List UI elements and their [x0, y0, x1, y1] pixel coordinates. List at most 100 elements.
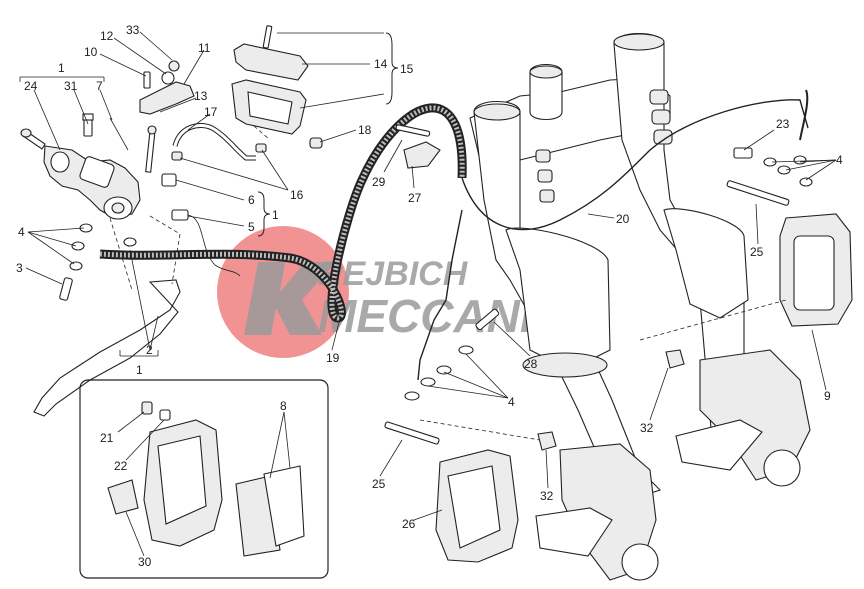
- leader-8a: [269, 411, 285, 479]
- label-20: 20: [616, 212, 630, 226]
- banjo-23: [733, 147, 753, 159]
- washer-4g: [793, 155, 807, 165]
- label-4b: 4: [508, 395, 515, 409]
- bracket-11: [139, 81, 195, 115]
- label-22: 22: [114, 459, 128, 473]
- hose-17-inner: [173, 123, 256, 160]
- label-27: 27: [408, 191, 422, 205]
- bleed-cap-22: [159, 409, 171, 421]
- leader-10: [99, 53, 147, 77]
- brake-line-20: [461, 99, 809, 231]
- washer-4h: [799, 177, 813, 187]
- label-33: 33: [126, 23, 140, 37]
- label-23: 23: [776, 117, 790, 131]
- leader-25a: [755, 203, 759, 245]
- banjo-bolt-6: [161, 173, 177, 187]
- caliper-26-inner: [447, 465, 501, 549]
- bolt-24-head: [20, 128, 32, 138]
- watermark-line1: REJBICH: [318, 255, 469, 293]
- leader-2b: [149, 315, 159, 351]
- leader-18: [319, 129, 357, 143]
- leader-25b: [379, 439, 403, 477]
- banjo-28: [475, 308, 500, 331]
- dash-left-caliper: [419, 419, 541, 441]
- leader-7: [99, 89, 113, 121]
- washer-4l: [458, 345, 474, 355]
- label-24: 24: [24, 79, 38, 93]
- fitting-31b: [82, 113, 94, 121]
- leader-4g: [799, 159, 837, 163]
- clip-16a: [171, 151, 183, 161]
- leader-13: [159, 97, 197, 113]
- screw-29: [395, 124, 431, 137]
- leader-16a: [179, 157, 289, 191]
- leader-32b: [545, 449, 549, 489]
- label-4c: 4: [836, 153, 843, 167]
- leader-30: [125, 511, 145, 557]
- leader-19: [331, 317, 341, 351]
- label-1c: 1: [136, 363, 143, 377]
- leader-5: [187, 215, 245, 227]
- bolt-10: [143, 71, 151, 89]
- leader-lines: [19, 31, 837, 557]
- brace-1b: [257, 191, 271, 237]
- caliper-detail-inner: [157, 435, 207, 525]
- leader-28: [493, 321, 531, 357]
- leader-4a: [27, 227, 85, 233]
- label-7: 7: [96, 79, 103, 93]
- brake-line-lower: [417, 209, 463, 381]
- master-cylinder-clamp: [79, 156, 115, 188]
- nut-12: [161, 71, 175, 85]
- leader-4c: [27, 231, 75, 265]
- leader-9: [811, 329, 827, 391]
- fork-adjuster-1: [649, 89, 669, 105]
- inset-frame: [79, 379, 329, 579]
- hose-23: [799, 89, 809, 141]
- caliper-right-group: [639, 89, 853, 369]
- leader-24: [33, 89, 61, 151]
- brace-15: [385, 32, 399, 105]
- master-cylinder-port: [50, 151, 70, 173]
- fork-adjuster-3: [653, 129, 673, 145]
- leader-26: [413, 509, 443, 521]
- label-1b: 1: [272, 208, 279, 222]
- label-12: 12: [100, 29, 114, 43]
- bolt-25-lower: [384, 421, 440, 445]
- leader-33: [139, 31, 173, 61]
- leader-20: [587, 213, 615, 219]
- label-25b: 25: [372, 477, 386, 491]
- part-labels: 1 24 31 7 33 12 10 11 13 17 14 15 18 16 …: [16, 23, 843, 569]
- bolt-3: [59, 277, 73, 301]
- fork-adjuster-2: [651, 109, 671, 125]
- axle-left: [621, 543, 659, 581]
- label-26: 26: [402, 517, 416, 531]
- label-5: 5: [248, 220, 255, 234]
- reservoir-cap: [233, 43, 309, 81]
- label-9: 9: [824, 389, 831, 403]
- clamp-27: [403, 141, 441, 169]
- fork-left-adj-1: [535, 149, 551, 163]
- braided-hose-19: [99, 103, 467, 323]
- washer-4i: [404, 391, 420, 401]
- screw-13-head: [147, 125, 157, 135]
- leader-21: [117, 411, 145, 433]
- brake-lever-2: [33, 279, 181, 417]
- steering-stem-top: [529, 65, 563, 79]
- label-17: 17: [204, 105, 218, 119]
- caliper-9-inner: [793, 235, 835, 311]
- label-29: 29: [372, 175, 386, 189]
- fitting-31: [83, 119, 93, 137]
- caliper-mount-left: [535, 507, 613, 557]
- label-28: 28: [524, 357, 538, 371]
- screw-7: [109, 117, 129, 151]
- screw-13: [145, 131, 156, 173]
- leader-11: [183, 49, 205, 85]
- washer-4j: [420, 377, 436, 387]
- leader-8b: [283, 411, 291, 469]
- leader-27: [411, 165, 415, 189]
- leader-12: [113, 37, 167, 75]
- fork-left-adj-2: [537, 169, 553, 183]
- leader-4j: [427, 385, 509, 399]
- master-cylinder-pivot-hole: [111, 202, 125, 214]
